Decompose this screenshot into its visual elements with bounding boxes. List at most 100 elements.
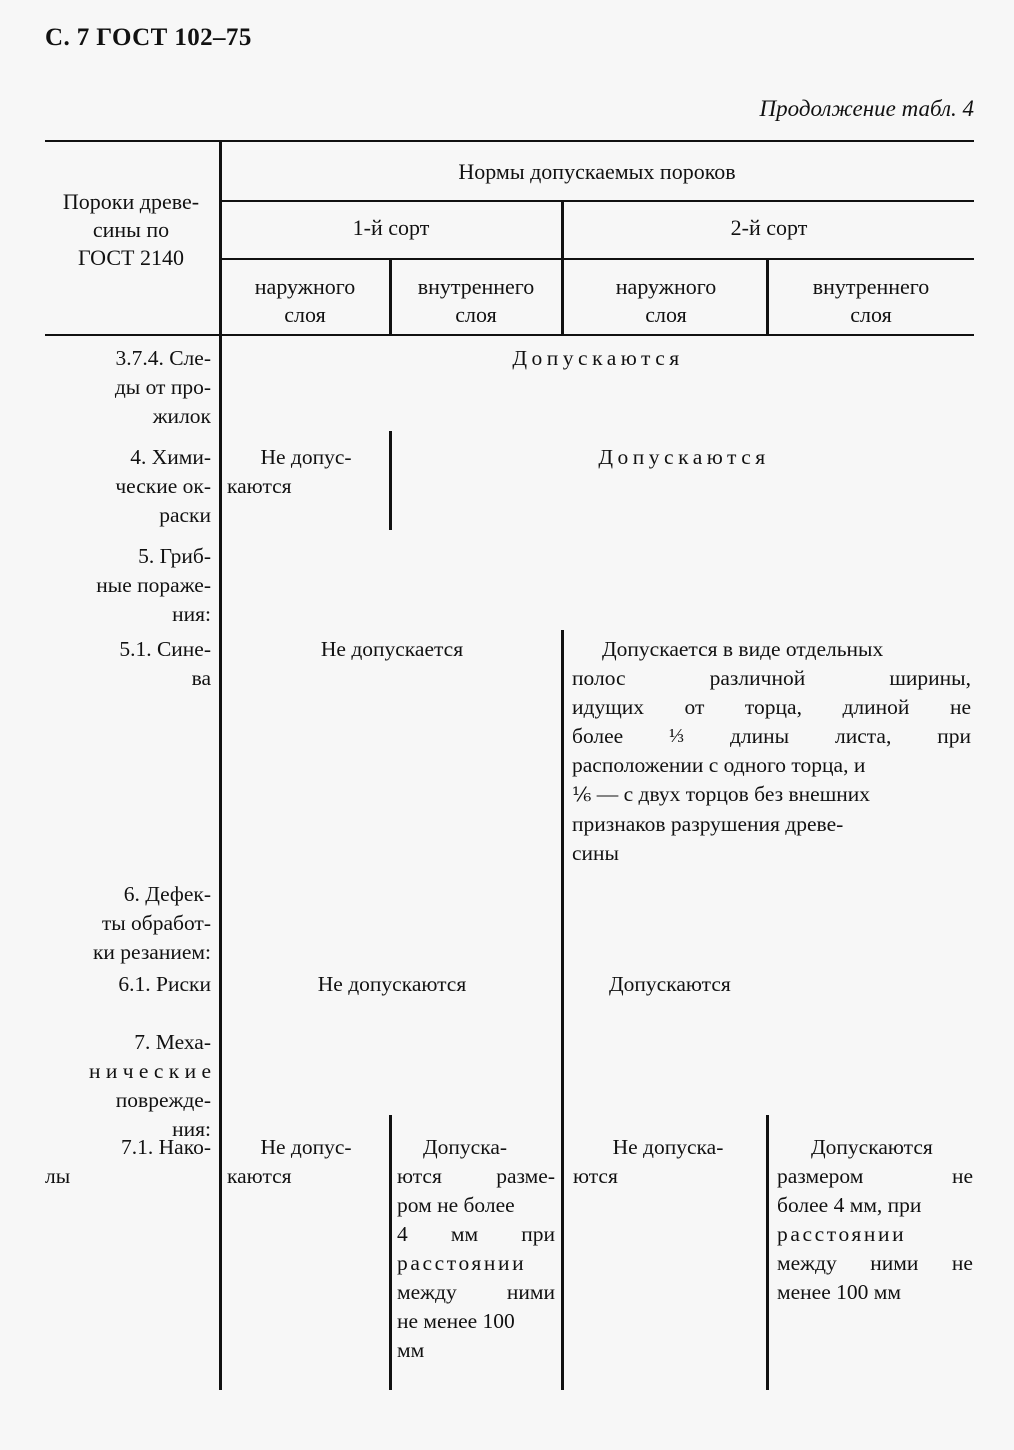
- row-7-1-col2-l6-w1: между: [397, 1280, 457, 1304]
- row-chemical-divider: [389, 431, 392, 530]
- row-label-3-7-4: 3.7.4. Сле- ды от про- жилок: [45, 344, 211, 431]
- header-defect-line3: ГОСТ 2140: [78, 245, 184, 270]
- row-3-7-4-value-all-grades: Допускаются: [512, 346, 684, 370]
- header-inner1-line1: внутреннего: [417, 274, 535, 299]
- row-4-col1-line2: каются: [227, 474, 292, 498]
- header-grade-rule: [219, 258, 974, 260]
- row-4-col1-line1: Не допус-: [260, 445, 352, 469]
- row-5-1-p-line4-w5: при: [937, 724, 971, 748]
- table-continuation-caption: Продолжение табл. 4: [759, 96, 974, 121]
- row-7-1-col4-line3: более 4 мм, при: [777, 1193, 922, 1217]
- header-defect-line2: сины по: [92, 217, 170, 242]
- row-3-7-4-line2: ды от про-: [114, 375, 211, 399]
- row-5-1-p-line8: сины: [572, 841, 619, 865]
- table-top-rule: [45, 140, 974, 142]
- row-5-1-line1: 5.1. Сине-: [119, 637, 211, 661]
- row-7-1-col2-line1: Допуска-: [423, 1135, 508, 1159]
- row-5-line1: 5. Гриб-: [138, 544, 211, 568]
- row-5-1-p-line2-w3: ширины,: [889, 666, 971, 690]
- row-5-1-p-line4-w4: листа,: [834, 724, 892, 748]
- row-7-1-col4-l2-w1: размером: [777, 1164, 864, 1188]
- row-4-line1: 4. Хими-: [130, 445, 211, 469]
- header-cell-inner-layer-grade1: внутреннего слоя: [393, 273, 559, 329]
- row-label-7-mechanical-damage: 7. Меха- н и ч е с к и е поврежде- ния:: [45, 1028, 211, 1144]
- row-5-1-p-line3-w2: от: [684, 695, 705, 719]
- header-layer-divider-1: [389, 258, 392, 334]
- row-5-1-p-line2-w1: полос: [572, 666, 626, 690]
- row-7-1-col4-l2-w2: не: [951, 1164, 973, 1188]
- row-label-5-fungal: 5. Гриб- ные пораже- ния:: [45, 542, 211, 629]
- row-5-1-fraction-one-third: ⅓: [669, 725, 685, 747]
- header-cell-grade-1: 1-й сорт: [352, 215, 430, 240]
- row-5-1-p-line4-w3: длины: [729, 724, 790, 748]
- row-5-1-p-line1: Допускается в виде отдельных: [602, 637, 884, 661]
- row-7-1-col2-l4-w3: при: [521, 1222, 555, 1246]
- row-7-1-col2-l6-w2: ними: [506, 1280, 555, 1304]
- row-5-line2: ные пораже-: [96, 573, 211, 597]
- row-7-line4: ния:: [172, 1117, 211, 1141]
- row-7-line3: поврежде-: [115, 1088, 211, 1112]
- row-5-1-p-line3-w4: длиной: [842, 695, 910, 719]
- header-inner2-line2: слоя: [850, 302, 892, 327]
- header-cell-grade-2: 2-й сорт: [730, 215, 808, 240]
- header-bottom-rule: [45, 334, 974, 336]
- column-divider-3-lower: [766, 1115, 769, 1390]
- header-cell-inner-layer-grade2: внутреннего слоя: [771, 273, 971, 329]
- row-6-1-value-grade2: Допускаются: [609, 972, 731, 996]
- header-inner2-line1: внутреннего: [812, 274, 930, 299]
- row-7-1-col3-line1: Не допуска-: [612, 1135, 724, 1159]
- row-5-1-p-line6: ⅙ — с двух торцов без внешних: [572, 780, 971, 810]
- row-label-7-1-punctures: 7.1. Нако- лы: [45, 1133, 211, 1191]
- column-divider-mid: [561, 630, 564, 1390]
- row-7-1-value-outer-grade1: Не допус- каются: [227, 1133, 385, 1191]
- norms-table: Пороки древе- сины по ГОСТ 2140 Нормы до…: [45, 140, 974, 1392]
- row-7-1-value-inner-grade1: Допуска- ются разме- ром не более 4 мм п…: [397, 1133, 555, 1365]
- row-7-1-line1: 7.1. Нако-: [121, 1135, 211, 1159]
- header-defect-line1: Пороки древе-: [62, 189, 200, 214]
- header-inner1-line2: слоя: [455, 302, 497, 327]
- row-4-value-remaining-grades: Допускаются: [598, 445, 770, 469]
- row-7-1-col2-line6: между ними: [397, 1278, 555, 1307]
- row-7-line2: н и ч е с к и е: [88, 1059, 211, 1083]
- header-cell-norms-title: Нормы допускаемых пороков: [458, 159, 736, 184]
- header-cell-defect-column: Пороки древе- сины по ГОСТ 2140: [45, 188, 217, 272]
- row-6-line1: 6. Дефек-: [123, 882, 211, 906]
- row-5-1-fraction-one-sixth: ⅙: [572, 784, 592, 806]
- row-7-1-value-outer-grade2: Не допуска- ются: [573, 1133, 763, 1191]
- row-4-line3: раски: [159, 503, 211, 527]
- row-7-1-col4-l5-w1: между: [777, 1251, 837, 1275]
- row-3-7-4-line1: 3.7.4. Сле-: [115, 346, 211, 370]
- row-5-1-p-line2-wrap: полос различной ширины,: [572, 664, 971, 693]
- row-3-7-4-line3: жилок: [152, 404, 211, 428]
- row-5-1-p-line3-w3: торца,: [744, 695, 802, 719]
- header-cell-outer-layer-grade1: наружного слоя: [223, 273, 387, 329]
- row-7-1-col2-l4-w1: 4: [397, 1222, 408, 1246]
- row-5-1-line2: ва: [191, 666, 211, 690]
- row-5-1-p-line3-w1: идущих: [572, 695, 645, 719]
- header-outer2-line1: наружного: [615, 274, 717, 299]
- row-5-1-p-line4-wrap: более ⅓ длины листа, при: [572, 722, 971, 751]
- row-7-1-col3-line2: ются: [573, 1164, 618, 1188]
- row-5-line3: ния:: [172, 602, 211, 626]
- row-5-1-p-line2-w2: различной: [709, 666, 806, 690]
- row-7-1-col2-line4: 4 мм при: [397, 1220, 555, 1249]
- row-4-value-outer-grade1: Не допус- каются: [227, 443, 385, 501]
- row-5-1-p-line4-w1: более: [572, 724, 624, 748]
- row-label-5-1-blue-stain: 5.1. Сине- ва: [45, 635, 211, 693]
- row-5-1-p-line3-wrap: идущих от торца, длиной не: [572, 693, 971, 722]
- row-7-1-value-inner-grade2: Допускаются размером не более 4 мм, при …: [777, 1133, 973, 1307]
- row-7-1-col1-line2: каются: [227, 1164, 292, 1188]
- header-norms-rule: [219, 200, 974, 202]
- row-5-1-p-line7: признаков разрушения древе-: [572, 812, 844, 836]
- row-7-1-col4-line4: расстоянии: [777, 1222, 907, 1246]
- row-7-1-line2: лы: [45, 1164, 71, 1188]
- row-7-1-col2-l4-w2: мм: [450, 1222, 479, 1246]
- column-divider-1: [219, 140, 222, 1390]
- row-6-1-value-grade1: Не допускаются: [317, 972, 467, 996]
- row-6-line3: ки резанием:: [92, 940, 211, 964]
- header-outer1-line1: наружного: [254, 274, 356, 299]
- row-7-1-col2-l2-w1: ются: [397, 1164, 442, 1188]
- row-4-line2: ческие ок-: [115, 474, 211, 498]
- row-7-line1: 7. Меха-: [134, 1030, 211, 1054]
- row-7-1-col2-l2-w2: разме-: [496, 1164, 555, 1188]
